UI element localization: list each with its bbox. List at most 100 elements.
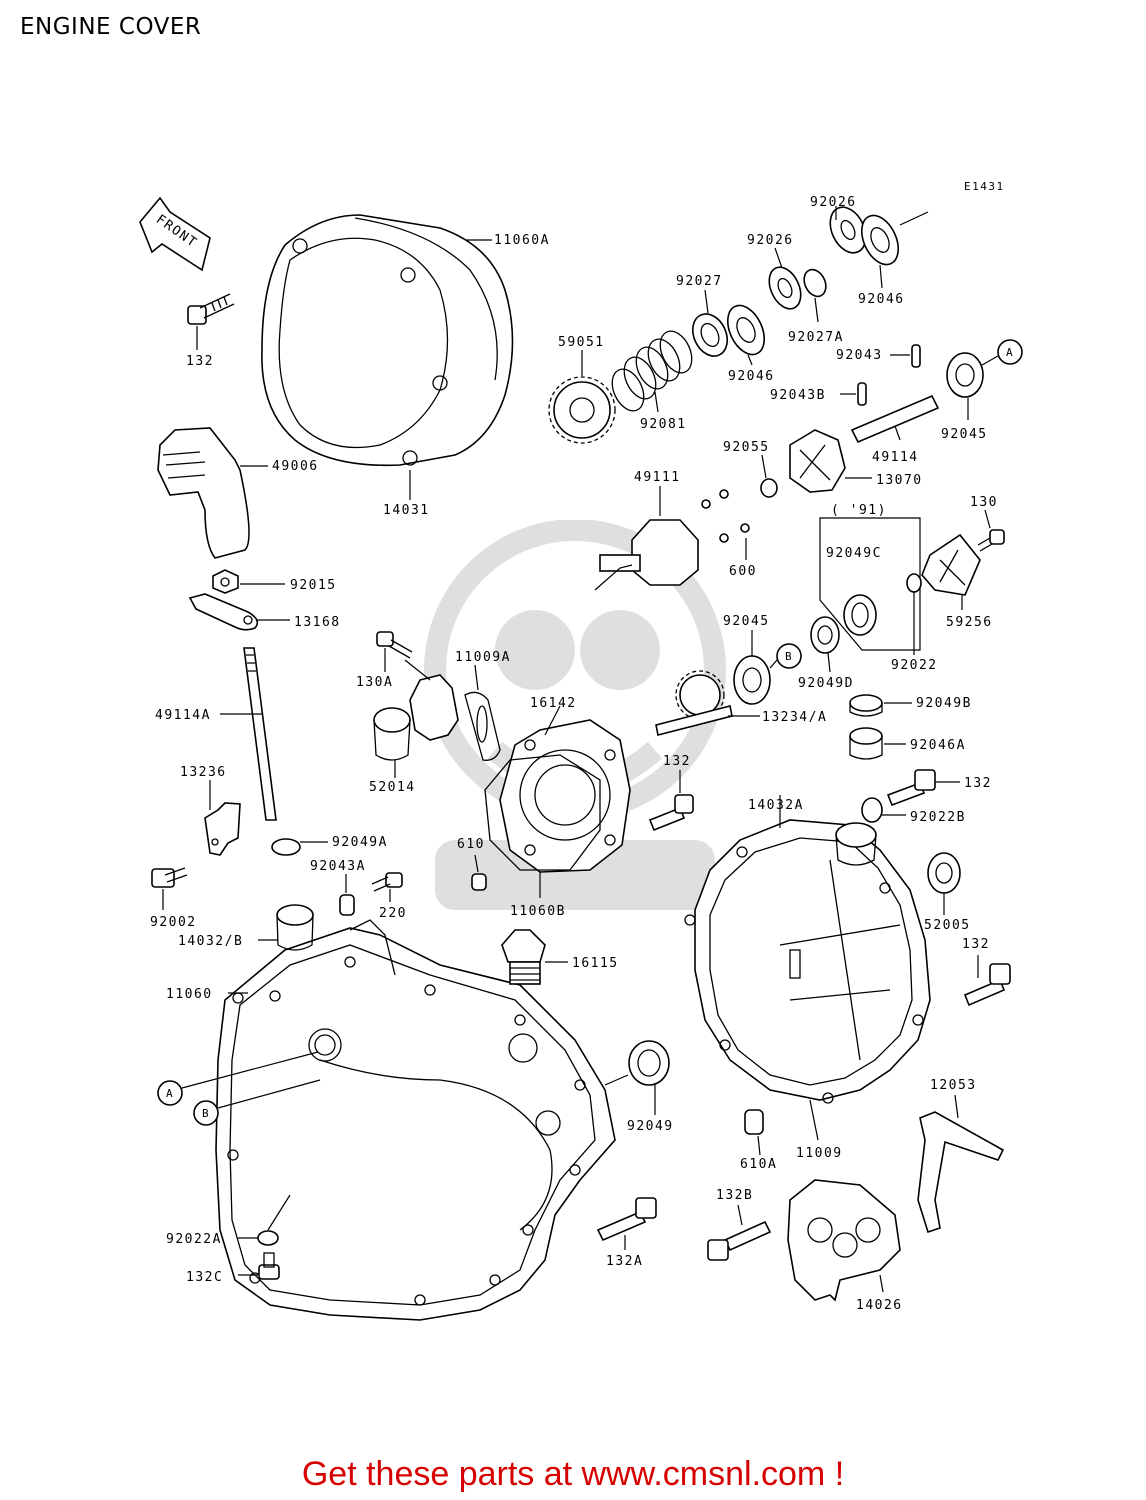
part-label-92081: 92081 bbox=[640, 417, 687, 432]
part-label-92002: 92002 bbox=[150, 915, 197, 930]
bolt-132C-drawing bbox=[258, 1252, 280, 1280]
clutch-cover-drawing bbox=[261, 214, 514, 467]
part-label-132-pump: 132 bbox=[663, 754, 691, 769]
part-label-92049: 92049 bbox=[627, 1119, 674, 1134]
plug-16115-drawing bbox=[501, 929, 546, 985]
impeller-13070-drawing bbox=[789, 429, 846, 493]
part-label-92022B: 92022B bbox=[910, 810, 966, 825]
part-label-52005: 52005 bbox=[924, 918, 971, 933]
bolt-130A-drawing bbox=[376, 631, 413, 659]
spring-92081-drawing bbox=[611, 330, 693, 412]
part-label-132B: 132B bbox=[716, 1188, 753, 1203]
gasket-11060B-drawing bbox=[484, 754, 601, 871]
part-label-132-right-b: 132 bbox=[962, 937, 990, 952]
part-label-12053: 12053 bbox=[930, 1078, 977, 1093]
callout-b-marker: B bbox=[193, 1100, 219, 1126]
bolt-92002-drawing bbox=[151, 867, 188, 888]
pin-92043A-drawing bbox=[339, 894, 355, 916]
part-label-92046-b: 92046 bbox=[728, 369, 775, 384]
bearing-92046A-drawing bbox=[849, 727, 883, 760]
part-label-132-top: 132 bbox=[186, 354, 214, 369]
part-label-14032B: 14032/B bbox=[178, 934, 243, 949]
part-label-92045-a: 92045 bbox=[941, 427, 988, 442]
inner-cover-14032A-drawing bbox=[684, 819, 931, 1104]
callout-a-label: A bbox=[166, 1087, 173, 1100]
nut-92015-drawing bbox=[212, 569, 239, 594]
bolt-220-drawing bbox=[371, 872, 403, 892]
part-label-92055: 92055 bbox=[723, 440, 770, 455]
part-label-11009A: 11009A bbox=[455, 650, 511, 665]
part-label-49111: 49111 bbox=[634, 470, 681, 485]
part-label-92043B: 92043B bbox=[770, 388, 826, 403]
part-label-92049A: 92049A bbox=[332, 835, 388, 850]
callout-b-label-mid: B bbox=[785, 650, 792, 663]
part-label-92022A: 92022A bbox=[166, 1232, 222, 1247]
part-label-92022: 92022 bbox=[891, 658, 938, 673]
seal-49111-drawing bbox=[599, 519, 699, 586]
part-label-92026-b: 92026 bbox=[747, 233, 794, 248]
part-label-13168: 13168 bbox=[294, 615, 341, 630]
part-label-14026: 14026 bbox=[856, 1298, 903, 1313]
part-label-130A: 130A bbox=[356, 675, 393, 690]
part-label-16142: 16142 bbox=[530, 696, 577, 711]
drawing-code: E1431 bbox=[964, 180, 1005, 193]
part-label-132C: 132C bbox=[186, 1270, 223, 1285]
washer-92046-a-drawing bbox=[861, 214, 899, 266]
part-label-92026-a: 92026 bbox=[810, 195, 857, 210]
bolt-132-drawing bbox=[187, 293, 235, 325]
bolt-132B-drawing bbox=[707, 1220, 772, 1261]
part-label-132A: 132A bbox=[606, 1254, 643, 1269]
bolt-132A-drawing bbox=[596, 1197, 657, 1242]
part-label-59256: 59256 bbox=[946, 615, 993, 630]
part-label-11060: 11060 bbox=[166, 987, 213, 1002]
ring-92027A-drawing bbox=[803, 268, 827, 298]
part-label-600: 600 bbox=[729, 564, 757, 579]
part-label-92043: 92043 bbox=[836, 348, 883, 363]
part-label-92027: 92027 bbox=[676, 274, 723, 289]
part-label-13234A: 13234/A bbox=[762, 710, 827, 725]
part-label-11060B: 11060B bbox=[510, 904, 566, 919]
seal-92049C-drawing bbox=[843, 594, 877, 636]
part-label-92027A: 92027A bbox=[788, 330, 844, 345]
part-labels: 11060A 132 49006 14031 92015 13168 49114… bbox=[150, 195, 998, 1313]
lever-13168-drawing bbox=[188, 593, 259, 631]
bolt-132-right-a-drawing bbox=[886, 769, 936, 807]
part-label-130: 130 bbox=[970, 495, 998, 510]
part-label-92046A: 92046A bbox=[910, 738, 966, 753]
part-label-13236: 13236 bbox=[180, 765, 227, 780]
seal-92027-drawing bbox=[691, 313, 729, 357]
gear-59051-drawing bbox=[548, 376, 616, 444]
front-arrow-icon: FRONT bbox=[139, 196, 211, 272]
breather-tube-drawing bbox=[157, 427, 250, 559]
part-label-92049C: 92049C bbox=[826, 546, 882, 561]
guard-14026-drawing bbox=[787, 1179, 901, 1302]
bracket-13236-drawing bbox=[204, 802, 241, 856]
bearing-92045-a-drawing bbox=[946, 352, 984, 398]
part-label-59051: 59051 bbox=[558, 335, 605, 350]
callout-a-label-top: A bbox=[1006, 346, 1013, 359]
washer-92026-b-drawing bbox=[768, 266, 802, 310]
seal-92049B-drawing bbox=[849, 694, 883, 717]
seal-92049D-drawing bbox=[810, 616, 840, 654]
crankcase-cover-drawing bbox=[215, 904, 616, 1321]
part-label-92046-a: 92046 bbox=[858, 292, 905, 307]
part-label-132-right-a: 132 bbox=[964, 776, 992, 791]
bolt-132-right-b-drawing bbox=[963, 963, 1011, 1007]
bolt-130-drawing bbox=[977, 529, 1005, 552]
shaft-49114-drawing bbox=[850, 394, 940, 444]
washer-92026-a-drawing bbox=[829, 206, 867, 254]
part-label-49114: 49114 bbox=[872, 450, 919, 465]
seal-92049-drawing bbox=[628, 1040, 670, 1086]
bracket-12053-drawing bbox=[917, 1111, 1005, 1234]
part-label-52014: 52014 bbox=[369, 780, 416, 795]
part-label-49114A: 49114A bbox=[155, 708, 211, 723]
part-label-610A: 610A bbox=[740, 1157, 777, 1172]
bolt-132-pump-drawing bbox=[648, 794, 694, 832]
part-label-14031: 14031 bbox=[383, 503, 430, 518]
part-label-610: 610 bbox=[457, 837, 485, 852]
callout-a-marker: A bbox=[157, 1080, 183, 1106]
page-title: ENGINE COVER bbox=[20, 14, 202, 40]
part-label-16115: 16115 bbox=[572, 956, 619, 971]
fitting-52014-drawing bbox=[373, 674, 459, 761]
part-label-49006: 49006 bbox=[272, 459, 319, 474]
